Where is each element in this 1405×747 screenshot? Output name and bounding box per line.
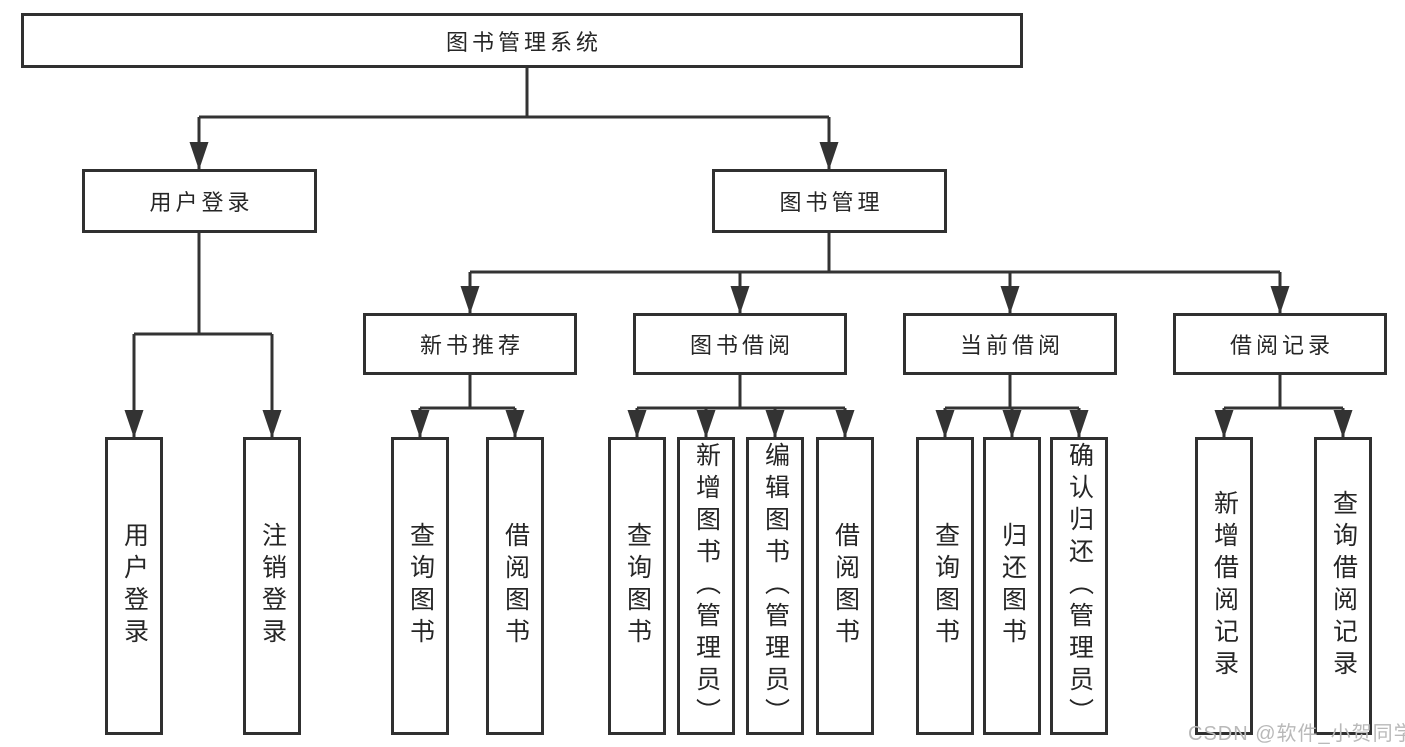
leaf-borrow-books: 借阅图书 [816, 437, 874, 735]
node-label: 用户登录 [149, 190, 254, 215]
node-label: 新增借阅记录 [1210, 490, 1239, 682]
node-label: 新书推荐 [419, 333, 524, 358]
node-label: 编辑图书（管理员） [761, 442, 790, 730]
node-book-management: 图书管理 [712, 169, 947, 233]
node-label: 查询图书 [623, 522, 652, 650]
node-label: 查询图书 [931, 522, 960, 650]
node-label: 查询借阅记录 [1329, 490, 1358, 682]
leaf-query-books-current: 查询图书 [916, 437, 974, 735]
node-label: 当前借阅 [959, 333, 1064, 358]
node-root-book-management-system: 图书管理系统 [21, 13, 1023, 68]
node-label: 归还图书 [998, 522, 1027, 650]
leaf-confirm-return-admin: 确认归还（管理员） [1050, 437, 1108, 735]
csdn-watermark: CSDN @软件_小贺同学 [1188, 723, 1405, 745]
node-new-book-recommendation: 新书推荐 [363, 313, 577, 375]
leaf-query-books-borrow: 查询图书 [608, 437, 666, 735]
leaf-borrow-books-newbook: 借阅图书 [486, 437, 544, 735]
node-user-login: 用户登录 [82, 169, 317, 233]
node-label: 借阅记录 [1229, 333, 1334, 358]
leaf-query-borrow-record: 查询借阅记录 [1314, 437, 1372, 735]
leaf-edit-books-admin: 编辑图书（管理员） [746, 437, 804, 735]
node-label: 新增图书（管理员） [692, 442, 721, 730]
node-current-borrowing: 当前借阅 [903, 313, 1117, 375]
node-label: 借阅图书 [831, 522, 860, 650]
leaf-add-books-admin: 新增图书（管理员） [677, 437, 735, 735]
leaf-query-books-newbook: 查询图书 [391, 437, 449, 735]
leaf-add-borrow-record: 新增借阅记录 [1195, 437, 1253, 735]
node-label: 借阅图书 [501, 522, 530, 650]
leaf-user-login: 用户登录 [105, 437, 163, 735]
node-book-borrowing: 图书借阅 [633, 313, 847, 375]
node-borrowing-records: 借阅记录 [1173, 313, 1387, 375]
leaf-return-books: 归还图书 [983, 437, 1041, 735]
node-label: 查询图书 [406, 522, 435, 650]
node-label: 确认归还（管理员） [1065, 442, 1094, 730]
node-label: 注销登录 [258, 522, 287, 650]
node-label: 图书管理 [779, 190, 884, 215]
node-label: 图书借阅 [689, 333, 794, 358]
leaf-logout: 注销登录 [243, 437, 301, 735]
node-label: 图书管理系统 [445, 29, 602, 55]
node-label: 用户登录 [120, 522, 149, 650]
